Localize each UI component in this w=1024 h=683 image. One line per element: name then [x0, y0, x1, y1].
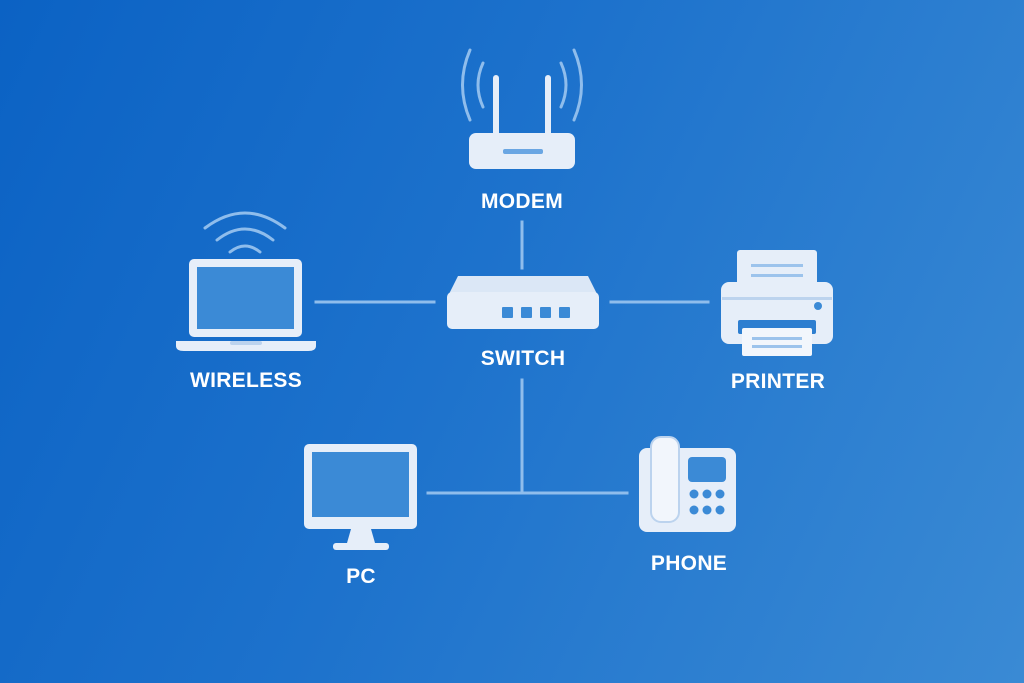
- printer-label: PRINTER: [730, 370, 826, 393]
- switch-label: SWITCH: [480, 347, 566, 370]
- router-icon: [461, 48, 583, 169]
- network-switch-icon: [447, 276, 599, 329]
- desk-phone-icon: [639, 436, 736, 532]
- pc-label: PC: [346, 565, 376, 588]
- wireless-label: WIRELESS: [189, 369, 303, 392]
- printer-icon: [721, 250, 833, 356]
- modem-label: MODEM: [481, 190, 563, 213]
- phone-label: PHONE: [650, 552, 728, 575]
- desktop-monitor-icon: [304, 444, 417, 550]
- wireless-laptop-icon: [176, 211, 316, 351]
- connections: [314, 220, 710, 495]
